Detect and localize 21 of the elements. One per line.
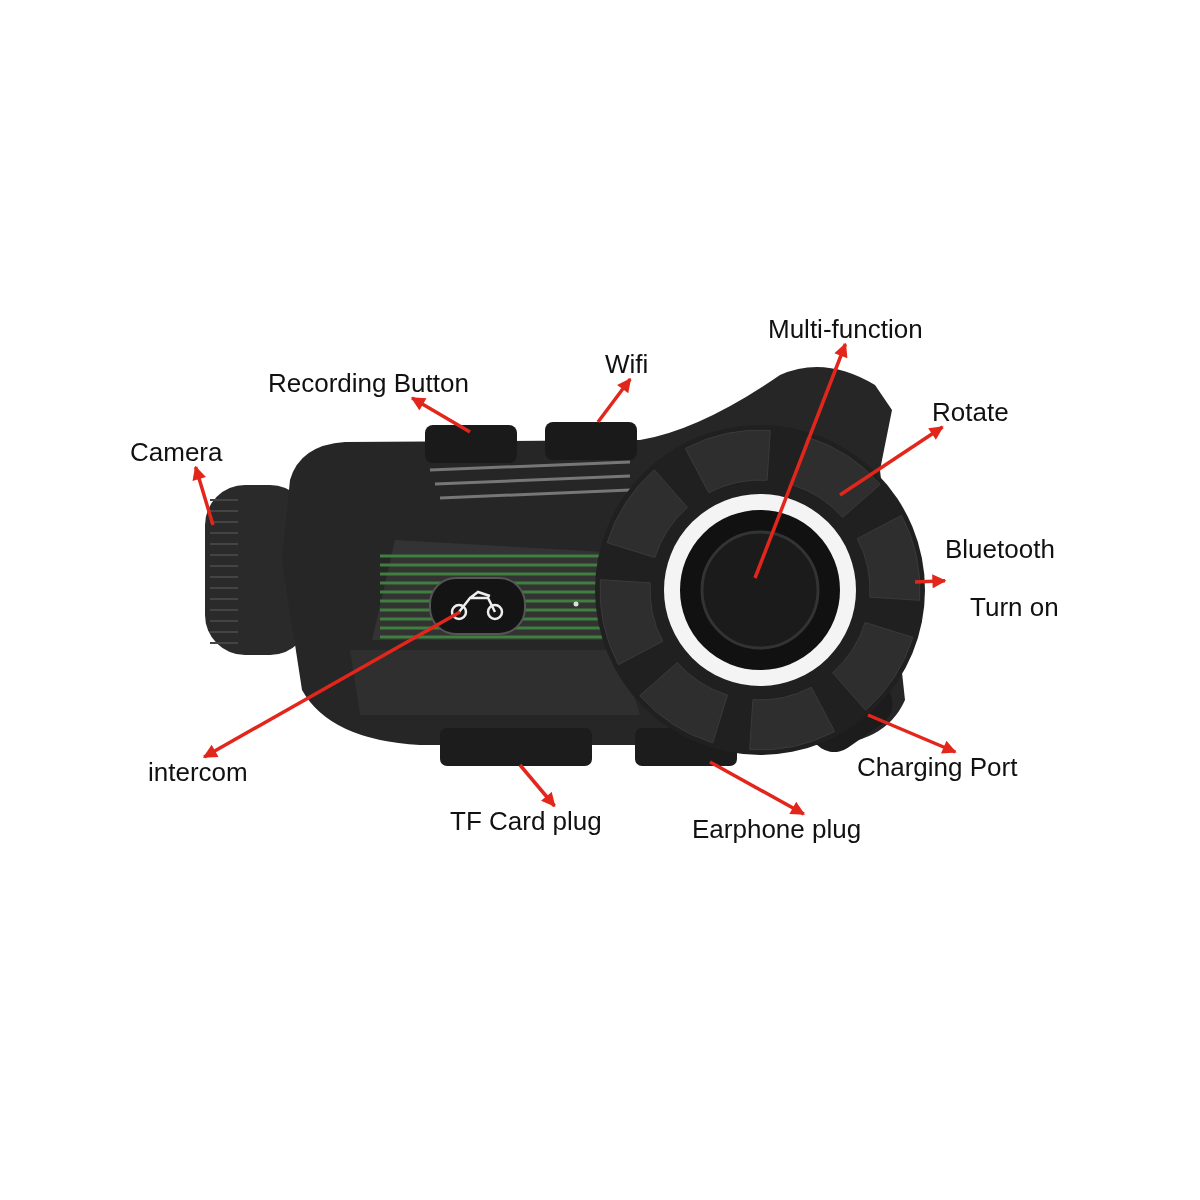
arrow — [709, 760, 806, 816]
arrow — [839, 425, 944, 497]
arrow — [202, 610, 461, 759]
arrow — [192, 465, 215, 526]
part-label: Rotate — [932, 397, 1009, 427]
part-label: Earphone plug — [692, 814, 862, 844]
part-label: Multi-function — [768, 314, 923, 344]
arrow — [518, 763, 556, 808]
part-label: Charging Port — [857, 752, 1018, 782]
arrow — [410, 396, 471, 434]
part-label: TF Card plug — [450, 806, 602, 836]
part-label: Wifi — [605, 349, 649, 379]
part-label: intercom — [148, 757, 248, 787]
arrow — [753, 342, 848, 579]
part-label: Turn on — [970, 592, 1059, 622]
part-label: Recording Button — [268, 368, 469, 398]
arrow — [867, 713, 957, 754]
arrow — [596, 377, 632, 424]
arrow — [914, 574, 947, 589]
part-label: Bluetooth — [945, 534, 1056, 564]
part-label: Camera — [130, 437, 223, 467]
